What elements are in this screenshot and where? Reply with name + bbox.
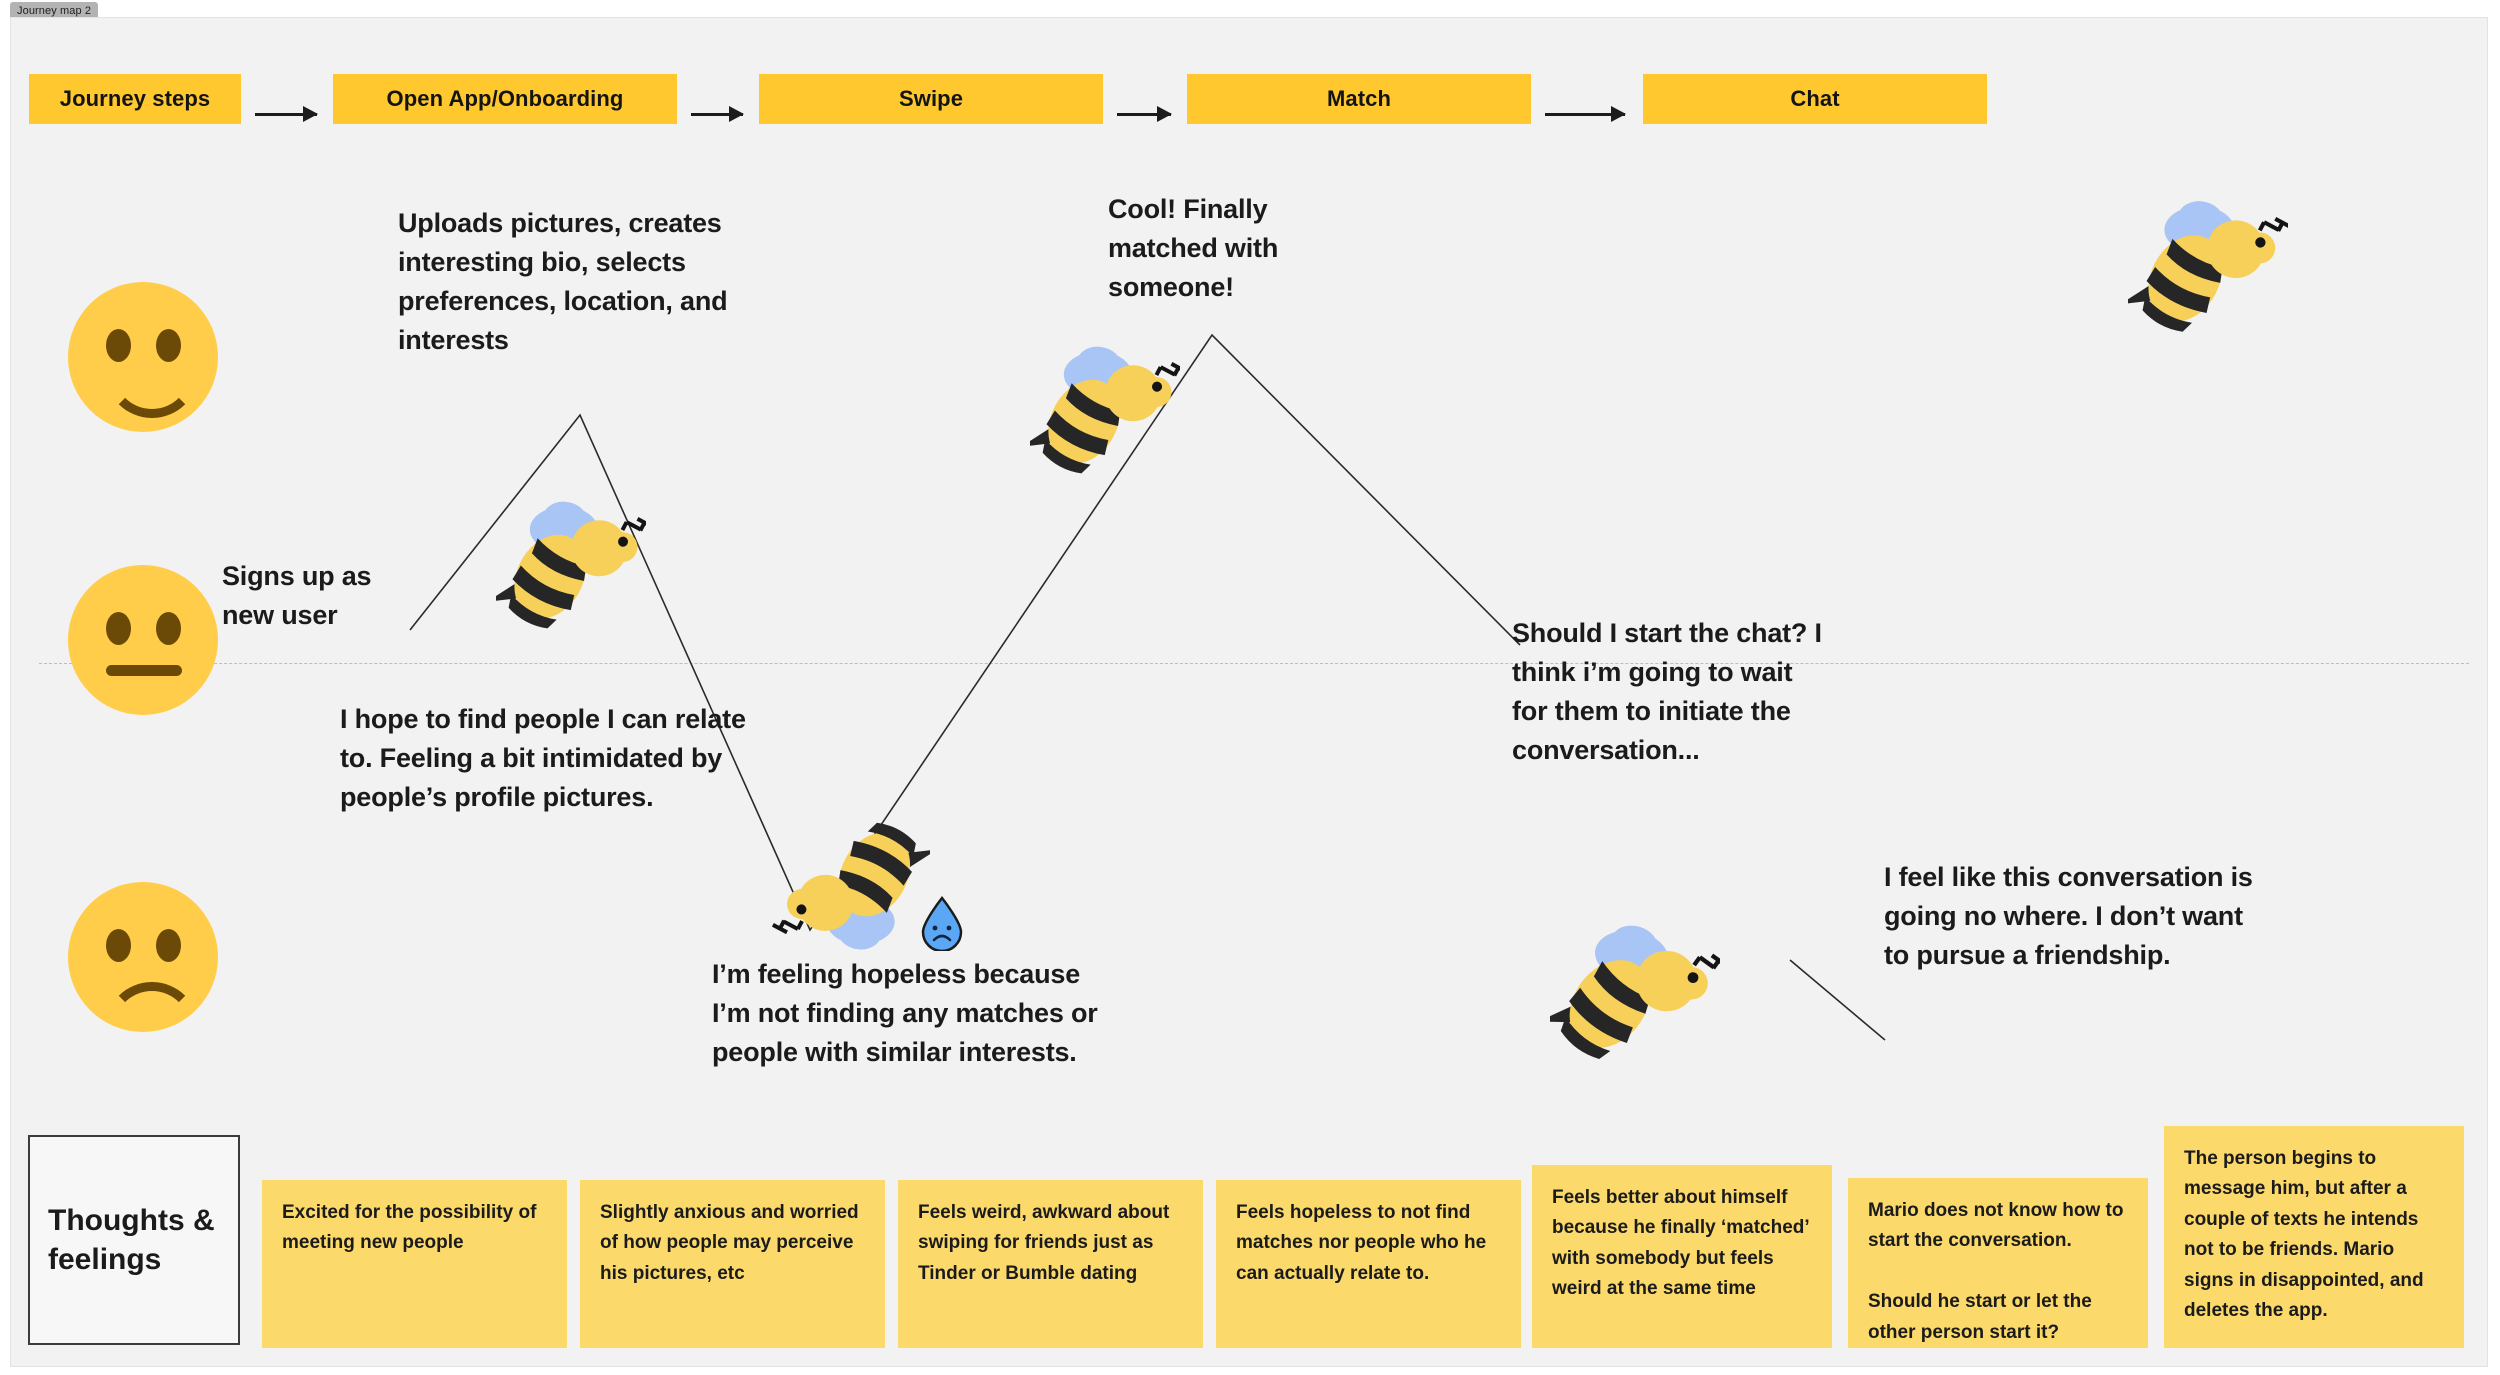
bee-swipe-sad-icon xyxy=(770,800,938,965)
step-arrow-1 xyxy=(691,106,744,122)
bee-top-right-icon xyxy=(2120,185,2291,355)
sticky-note-4[interactable]: Feels better about himself because he fi… xyxy=(1532,1165,1832,1348)
journey-steps-row: Journey steps Open App/Onboarding Swipe … xyxy=(11,18,2487,1366)
eye-right-icon xyxy=(156,329,181,362)
eye-right-icon xyxy=(156,929,181,962)
emotion-face-happy xyxy=(68,282,218,432)
bee-chat-icon xyxy=(1538,910,1728,1090)
eye-left-icon xyxy=(106,612,131,645)
annotation-should-i-start: Should I start the chat? I think i’m goi… xyxy=(1512,618,1822,766)
mouth-frown-icon xyxy=(105,982,199,1040)
annotation-match-reaction: Cool! Finally matched with someone! xyxy=(1108,194,1279,303)
sticky-note-2[interactable]: Feels weird, awkward about swiping for f… xyxy=(898,1180,1203,1348)
sticky-note-0[interactable]: Excited for the possibility of meeting n… xyxy=(262,1180,567,1348)
sticky-note-6[interactable]: The person begins to message him, but af… xyxy=(2164,1126,2464,1348)
annotation-signup-label: Signs up as new user xyxy=(222,561,372,631)
step-box-2[interactable]: Swipe xyxy=(759,74,1103,124)
step-arrow-0 xyxy=(255,106,318,122)
step-box-1[interactable]: Open App/Onboarding xyxy=(333,74,677,124)
step-arrow-3 xyxy=(1545,106,1626,122)
annotation-feeling-hopeless: I’m feeling hopeless because I’m not fin… xyxy=(712,959,1098,1068)
step-box-4[interactable]: Chat xyxy=(1643,74,1987,124)
step-box-3[interactable]: Match xyxy=(1187,74,1531,124)
emotion-face-sad xyxy=(68,882,218,1032)
step-arrow-2 xyxy=(1117,106,1172,122)
step-box-0[interactable]: Journey steps xyxy=(29,74,241,124)
bee-match-icon xyxy=(1020,330,1187,490)
sticky-note-5[interactable]: Mario does not know how to start the con… xyxy=(1848,1178,2148,1348)
eye-left-icon xyxy=(106,929,131,962)
thoughts-feelings-row-label: Thoughts & feelings xyxy=(28,1135,240,1345)
emotion-face-neutral xyxy=(68,565,218,715)
annotation-going-no-where: I feel like this conversation is going n… xyxy=(1884,862,2253,971)
emotion-baseline xyxy=(39,663,2469,664)
sticky-note-3[interactable]: Feels hopeless to not find matches nor p… xyxy=(1216,1180,1521,1348)
sad-sweat-drop-icon xyxy=(918,895,966,953)
annotation-onboarding-actions: Uploads pictures, creates interesting bi… xyxy=(398,208,728,356)
mouth-smile-icon xyxy=(105,360,199,418)
annotation-hope-to-find: I hope to find people I can relate to. F… xyxy=(340,704,746,813)
sticky-note-1[interactable]: Slightly anxious and worried of how peop… xyxy=(580,1180,885,1348)
bee-onboarding-icon xyxy=(486,485,653,645)
frame-tab-label[interactable]: Journey map 2 xyxy=(10,2,99,21)
mouth-flat-icon xyxy=(106,665,182,676)
eye-left-icon xyxy=(106,329,131,362)
eye-right-icon xyxy=(156,612,181,645)
